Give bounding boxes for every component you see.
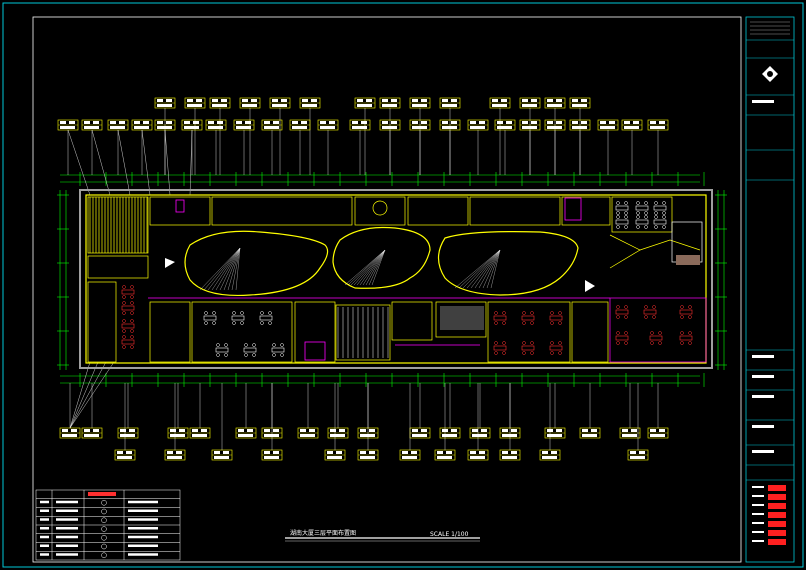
seat-group — [243, 347, 257, 353]
floor-plan — [79, 189, 713, 369]
seat-group — [121, 305, 135, 311]
seat-group — [549, 345, 563, 351]
seat-group — [635, 219, 649, 225]
entrance-area — [609, 221, 703, 269]
seating-groups — [121, 201, 693, 357]
drawing-title-block: 湖南大厦三层平面布置图 SCALE 1/100 — [285, 529, 480, 542]
inner-frame — [32, 16, 742, 563]
drawing-title: 湖南大厦三层平面布置图 — [290, 529, 356, 537]
seat-group — [679, 335, 693, 341]
seat-group — [121, 339, 135, 345]
seat-group — [615, 335, 629, 341]
seat-group — [615, 205, 629, 211]
seat-group — [679, 309, 693, 315]
company-logo-icon — [762, 66, 778, 82]
seat-group — [521, 315, 535, 321]
seat-group — [649, 335, 663, 341]
callout-tags-top — [57, 97, 669, 196]
seat-group — [203, 315, 217, 321]
seat-group — [231, 315, 245, 321]
left-stair — [87, 196, 149, 363]
seat-group — [215, 347, 229, 353]
red-stamp-icon — [752, 485, 786, 545]
seat-group — [521, 345, 535, 351]
south-rooms — [149, 297, 707, 363]
partitions — [148, 197, 610, 361]
callout-tags-bottom — [59, 361, 669, 461]
seat-group — [271, 347, 285, 353]
seat-group — [121, 323, 135, 329]
seat-group — [549, 315, 563, 321]
seat-group — [643, 309, 657, 315]
seat-group — [121, 289, 135, 295]
seat-group — [259, 315, 273, 321]
legend-table — [35, 489, 181, 561]
dimension-lines — [57, 172, 727, 387]
atrium-voids — [165, 226, 595, 297]
seat-group — [615, 219, 629, 225]
seat-group — [493, 345, 507, 351]
seat-group — [615, 309, 629, 315]
seat-group — [653, 219, 667, 225]
seat-group — [635, 205, 649, 211]
title-block — [745, 16, 795, 563]
drawing-scale: SCALE 1/100 — [430, 531, 469, 538]
seat-group — [493, 315, 507, 321]
seat-group — [653, 205, 667, 211]
building-outline — [79, 189, 713, 369]
north-rooms — [149, 196, 673, 233]
